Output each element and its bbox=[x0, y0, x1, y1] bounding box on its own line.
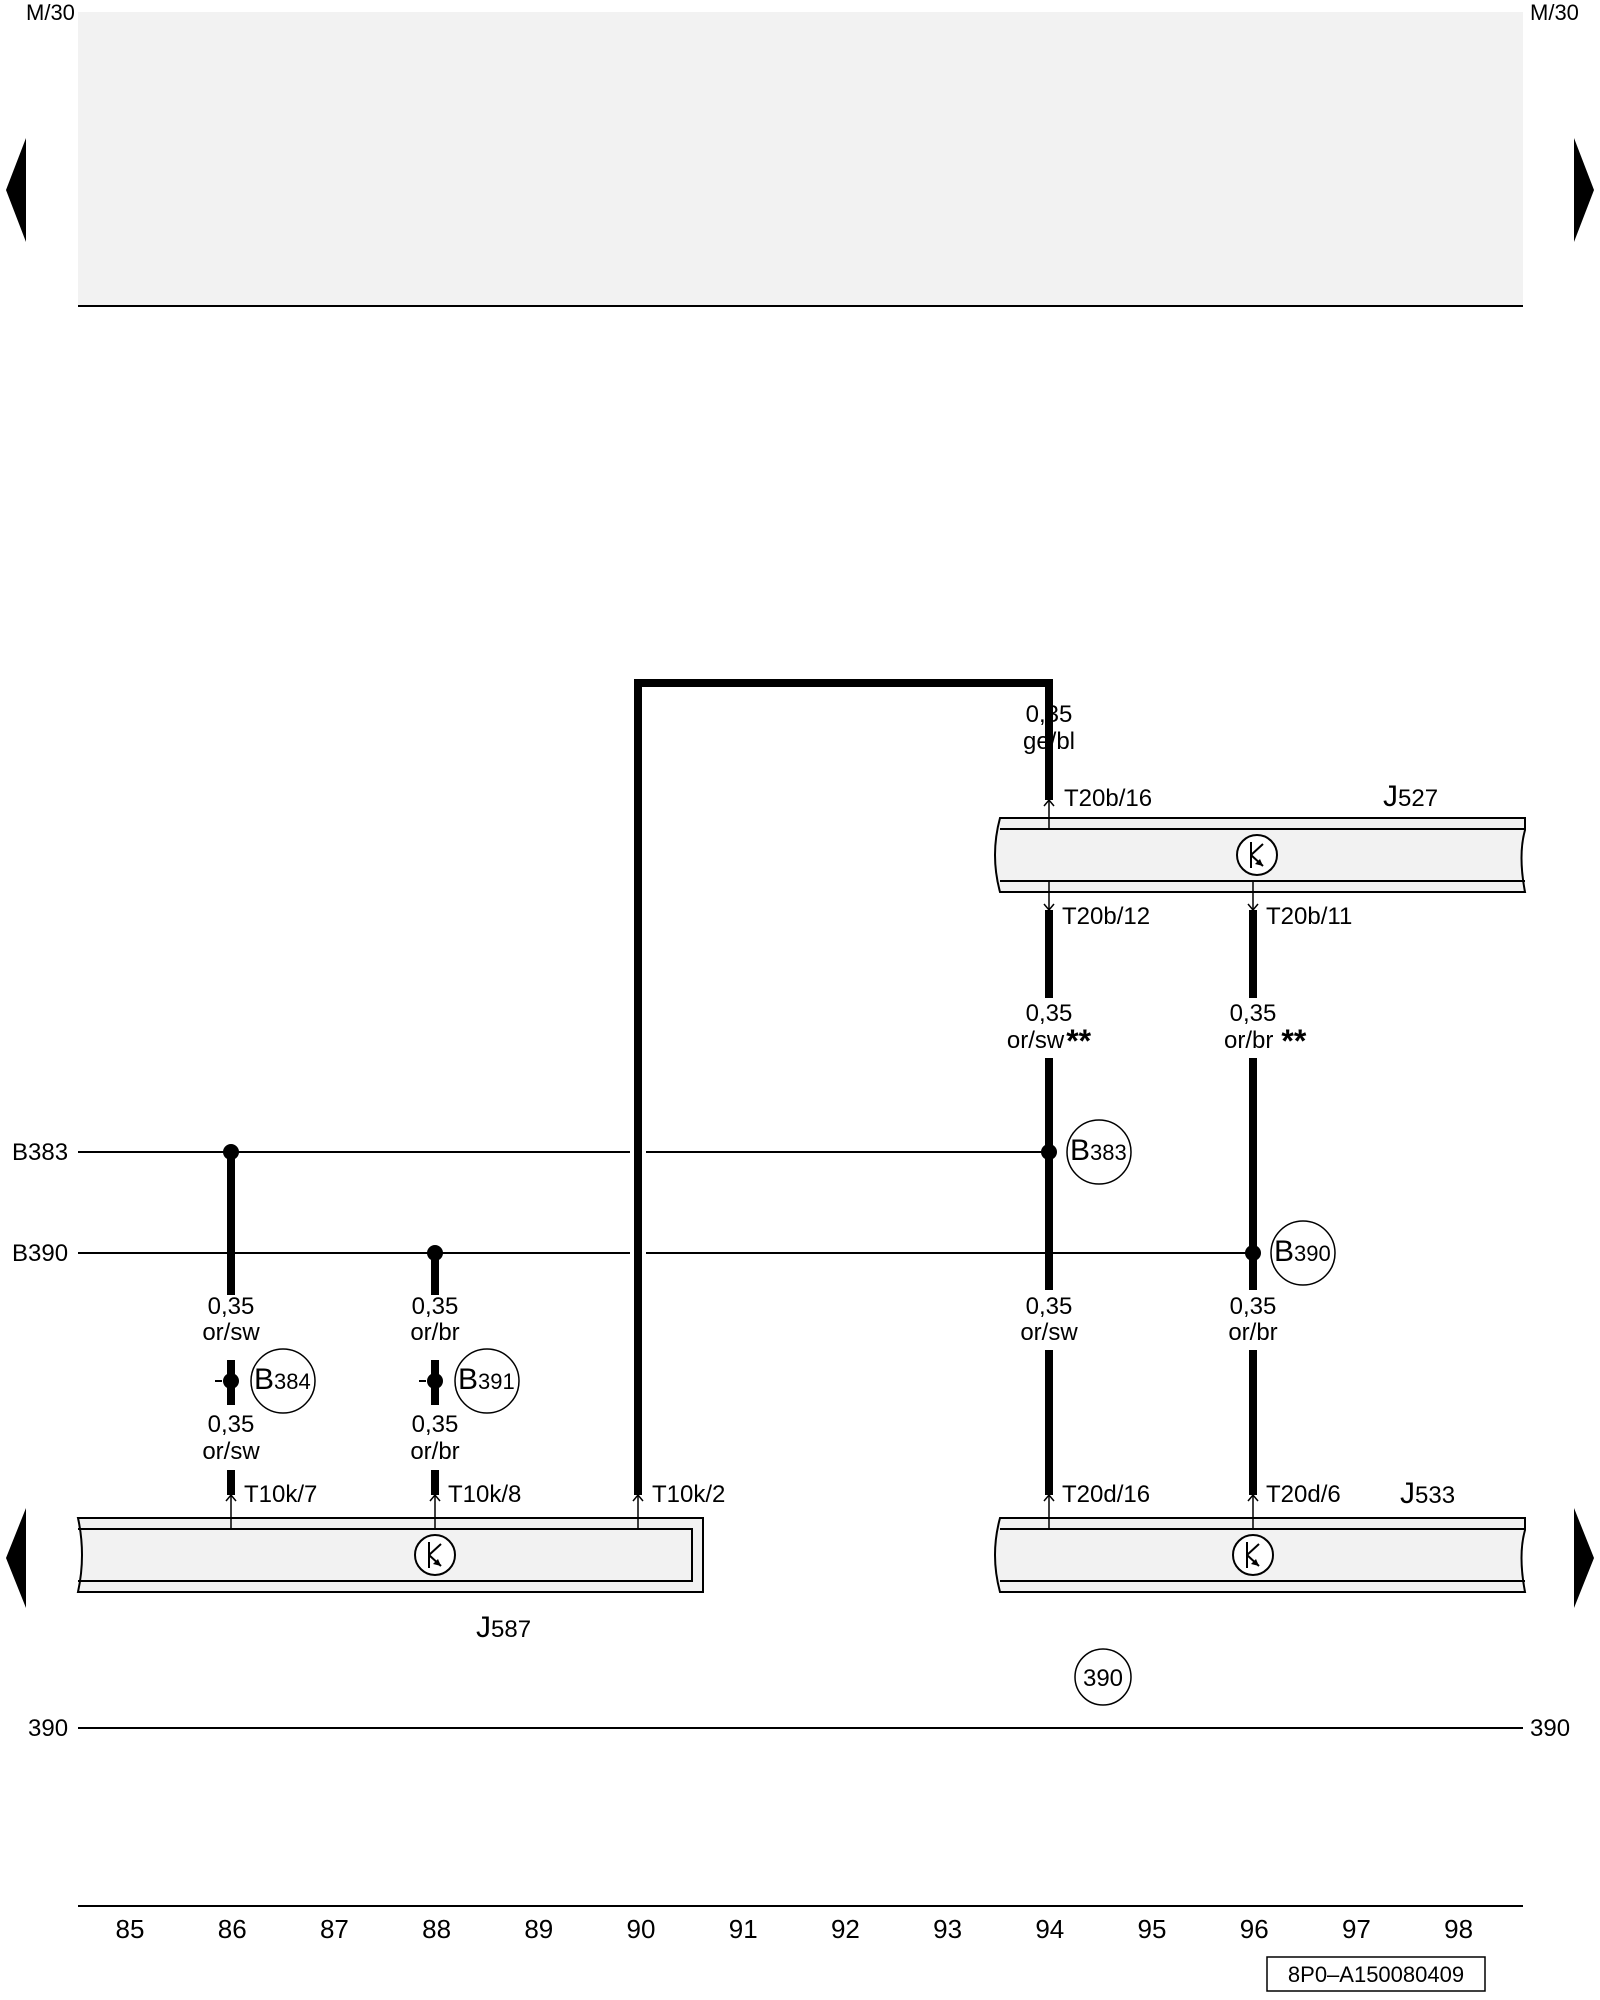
connector-pin-t20d6 bbox=[1247, 1493, 1259, 1529]
splice-dot-b391 bbox=[427, 1373, 443, 1389]
bus-line-label-left: 390 bbox=[28, 1715, 68, 1742]
splice-label-b390[interactable]: B390 bbox=[1270, 1220, 1336, 1286]
grid-number: 93 bbox=[933, 1914, 962, 1944]
grid-number: 85 bbox=[116, 1914, 145, 1944]
splice-dot-b384 bbox=[223, 1373, 239, 1389]
wire-label-gauge: 0,35 bbox=[1230, 1293, 1277, 1320]
component-j533[interactable] bbox=[994, 1517, 1527, 1593]
connector-label-t10k7: T10k/7 bbox=[244, 1481, 317, 1508]
ground-label-left: M/30 bbox=[26, 0, 75, 25]
wire-label-gauge: 0,35 bbox=[1230, 1000, 1277, 1027]
grid-number: 87 bbox=[320, 1914, 349, 1944]
j587-inner-border bbox=[78, 1528, 693, 1582]
connector-pin-t20b11 bbox=[1247, 881, 1259, 912]
grid-number: 97 bbox=[1342, 1914, 1371, 1944]
bus-label-b390: B390 bbox=[12, 1240, 68, 1267]
connector-pin-t10k2 bbox=[632, 1493, 644, 1529]
splice-label-b384[interactable]: B384 bbox=[250, 1348, 316, 1414]
splice-label-b383[interactable]: B383 bbox=[1066, 1119, 1132, 1185]
reference-circle-390[interactable]: 390 bbox=[1074, 1648, 1132, 1706]
wire-label-color: or/sw bbox=[202, 1319, 260, 1346]
grid-numbers: 85 86 87 88 89 90 91 92 93 94 95 96 97 98 bbox=[116, 1914, 1474, 1944]
wire-label-gauge: 0,35 bbox=[208, 1411, 255, 1438]
connector-label-t20b16: T20b/16 bbox=[1064, 785, 1152, 812]
top-panel bbox=[78, 12, 1523, 306]
splice-dot-b383 bbox=[1041, 1144, 1057, 1160]
wire-label-gauge: 0,35 bbox=[412, 1293, 459, 1320]
next-page-arrow-top[interactable] bbox=[1574, 138, 1594, 242]
grid-number: 94 bbox=[1035, 1914, 1064, 1944]
splice-label-b391[interactable]: B391 bbox=[454, 1348, 520, 1414]
drawing-number-box bbox=[1266, 1956, 1486, 1992]
grid-number: 88 bbox=[422, 1914, 451, 1944]
bus-label-b383: B383 bbox=[12, 1139, 68, 1166]
svg-text:390: 390 bbox=[1083, 1665, 1123, 1692]
wire-label-color: or/sw bbox=[1020, 1319, 1078, 1346]
component-j587[interactable] bbox=[76, 1517, 704, 1593]
wire-label-gauge: 0,35 bbox=[208, 1293, 255, 1320]
component-label-j587: J587 bbox=[476, 1611, 531, 1644]
grid-number: 89 bbox=[524, 1914, 553, 1944]
connector-label-t20d6: T20d/6 bbox=[1266, 1481, 1341, 1508]
connector-pin-t10k8 bbox=[429, 1493, 441, 1529]
wire-label-color: ge/bl bbox=[1023, 728, 1075, 755]
next-page-arrow-bottom[interactable] bbox=[1574, 1508, 1594, 1608]
wire-label-gauge: 0,35 bbox=[412, 1411, 459, 1438]
connector-label-t10k8: T10k/8 bbox=[448, 1481, 521, 1508]
svg-text:B390: B390 bbox=[1274, 1235, 1331, 1268]
prev-page-arrow-bottom[interactable] bbox=[6, 1508, 26, 1608]
wire-label-gauge: 0,35 bbox=[1026, 701, 1073, 728]
connector-label-t20b11: T20b/11 bbox=[1266, 903, 1352, 930]
junction-dot-86 bbox=[223, 1144, 239, 1160]
transistor-icon bbox=[1236, 834, 1278, 876]
transistor-icon bbox=[414, 1534, 456, 1576]
transistor-icon bbox=[1232, 1534, 1274, 1576]
wire-label-color: or/br bbox=[410, 1438, 459, 1465]
svg-text:B391: B391 bbox=[458, 1363, 515, 1396]
svg-text:B383: B383 bbox=[1070, 1134, 1127, 1167]
connector-label-t10k2: T10k/2 bbox=[652, 1481, 725, 1508]
wire-label-color: or/sw bbox=[202, 1438, 260, 1465]
connector-pin-t20d16 bbox=[1043, 1493, 1055, 1529]
wire-label-color: or/sw** bbox=[1007, 1023, 1092, 1059]
wire-label-gauge: 0,35 bbox=[1026, 1293, 1073, 1320]
wire-ge-bl bbox=[634, 679, 1053, 1495]
bus-line-label-right: 390 bbox=[1530, 1715, 1570, 1742]
wire-label-gauge: 0,35 bbox=[1026, 1000, 1073, 1027]
connector-pin-t20b16 bbox=[1043, 798, 1055, 829]
connector-label-t20b12: T20b/12 bbox=[1062, 903, 1150, 930]
grid-number: 95 bbox=[1138, 1914, 1167, 1944]
connector-pin-t20b12 bbox=[1043, 881, 1055, 912]
prev-page-arrow-top[interactable] bbox=[6, 138, 26, 242]
grid-number: 98 bbox=[1444, 1914, 1473, 1944]
wire-label-color: or/br bbox=[410, 1319, 459, 1346]
component-label-j533: J533 bbox=[1400, 1477, 1455, 1510]
component-j527[interactable] bbox=[994, 817, 1527, 893]
junction-dot-88 bbox=[427, 1245, 443, 1261]
wire-label-color: or/br** bbox=[1224, 1023, 1307, 1059]
wire-label-color: or/br bbox=[1228, 1319, 1277, 1346]
grid-number: 92 bbox=[831, 1914, 860, 1944]
connector-label-t20d16: T20d/16 bbox=[1062, 1481, 1150, 1508]
component-label-j527: J527 bbox=[1383, 780, 1438, 813]
ground-label-right: M/30 bbox=[1530, 0, 1579, 25]
splice-dot-b390 bbox=[1245, 1245, 1261, 1261]
grid-number: 96 bbox=[1240, 1914, 1269, 1944]
connector-pin-t10k7 bbox=[225, 1493, 237, 1529]
drawing-number: 8P0–A150080409 bbox=[1288, 1962, 1464, 1987]
grid-number: 90 bbox=[627, 1914, 656, 1944]
grid-number: 91 bbox=[729, 1914, 758, 1944]
grid-number: 86 bbox=[218, 1914, 247, 1944]
svg-text:B384: B384 bbox=[254, 1363, 311, 1396]
